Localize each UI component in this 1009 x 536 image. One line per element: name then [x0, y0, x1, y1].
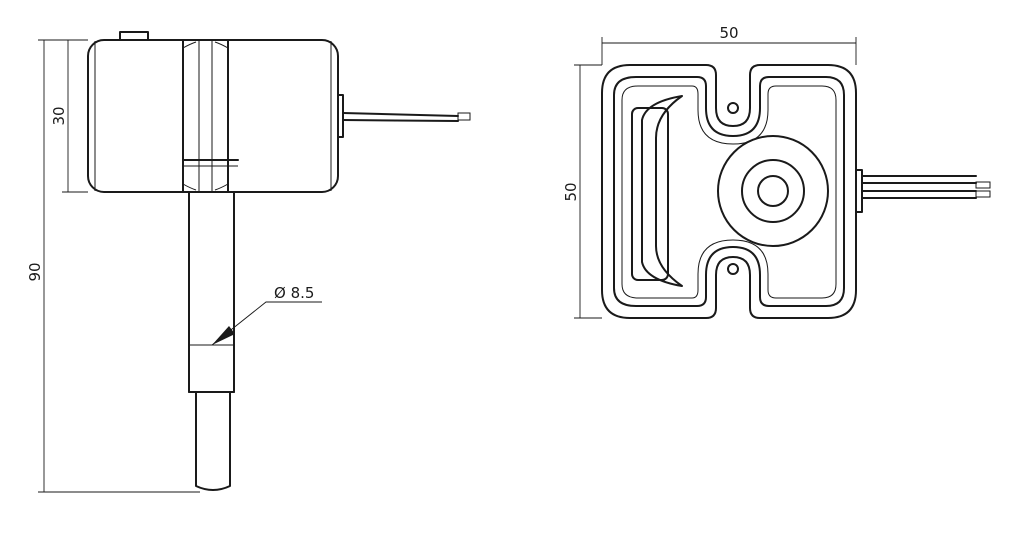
- wire-tip: [975, 181, 991, 189]
- block-curve: [182, 183, 197, 191]
- block-curve: [214, 183, 229, 191]
- outer-body: [601, 64, 857, 319]
- housing-body: [87, 39, 339, 193]
- sensor-outer-ring: [717, 135, 829, 247]
- leader-arrow: [212, 326, 235, 345]
- top-tab: [119, 31, 149, 41]
- probe-lower: [195, 391, 231, 491]
- block-curve: [214, 41, 229, 49]
- top-view: 50 50: [562, 24, 991, 319]
- leader-line: [211, 301, 322, 346]
- wire: [342, 119, 459, 122]
- wire: [342, 112, 459, 117]
- dim-text-width: 50: [719, 24, 738, 42]
- sensor-inner-ring: [757, 175, 789, 207]
- wire-connector: [337, 94, 344, 138]
- sensor-middle-ring: [741, 159, 805, 223]
- mounting-hole-bottom: [727, 263, 739, 275]
- mounting-hole-top: [727, 102, 739, 114]
- inner-groove: [613, 76, 845, 307]
- dim-text-diameter: Ø 8.5: [274, 284, 314, 302]
- clip-slot: [631, 107, 669, 281]
- block-curve: [182, 41, 197, 49]
- dim-text-30: 30: [50, 106, 68, 125]
- wire-tip: [975, 190, 991, 198]
- dim-text-height: 50: [562, 182, 580, 201]
- dim-text-90: 90: [26, 262, 44, 281]
- wire-tip: [457, 112, 471, 121]
- side-view: 90 30 Ø 8.5: [26, 31, 471, 493]
- inner-groove-edge: [621, 85, 837, 299]
- crescent-clip: [641, 95, 683, 287]
